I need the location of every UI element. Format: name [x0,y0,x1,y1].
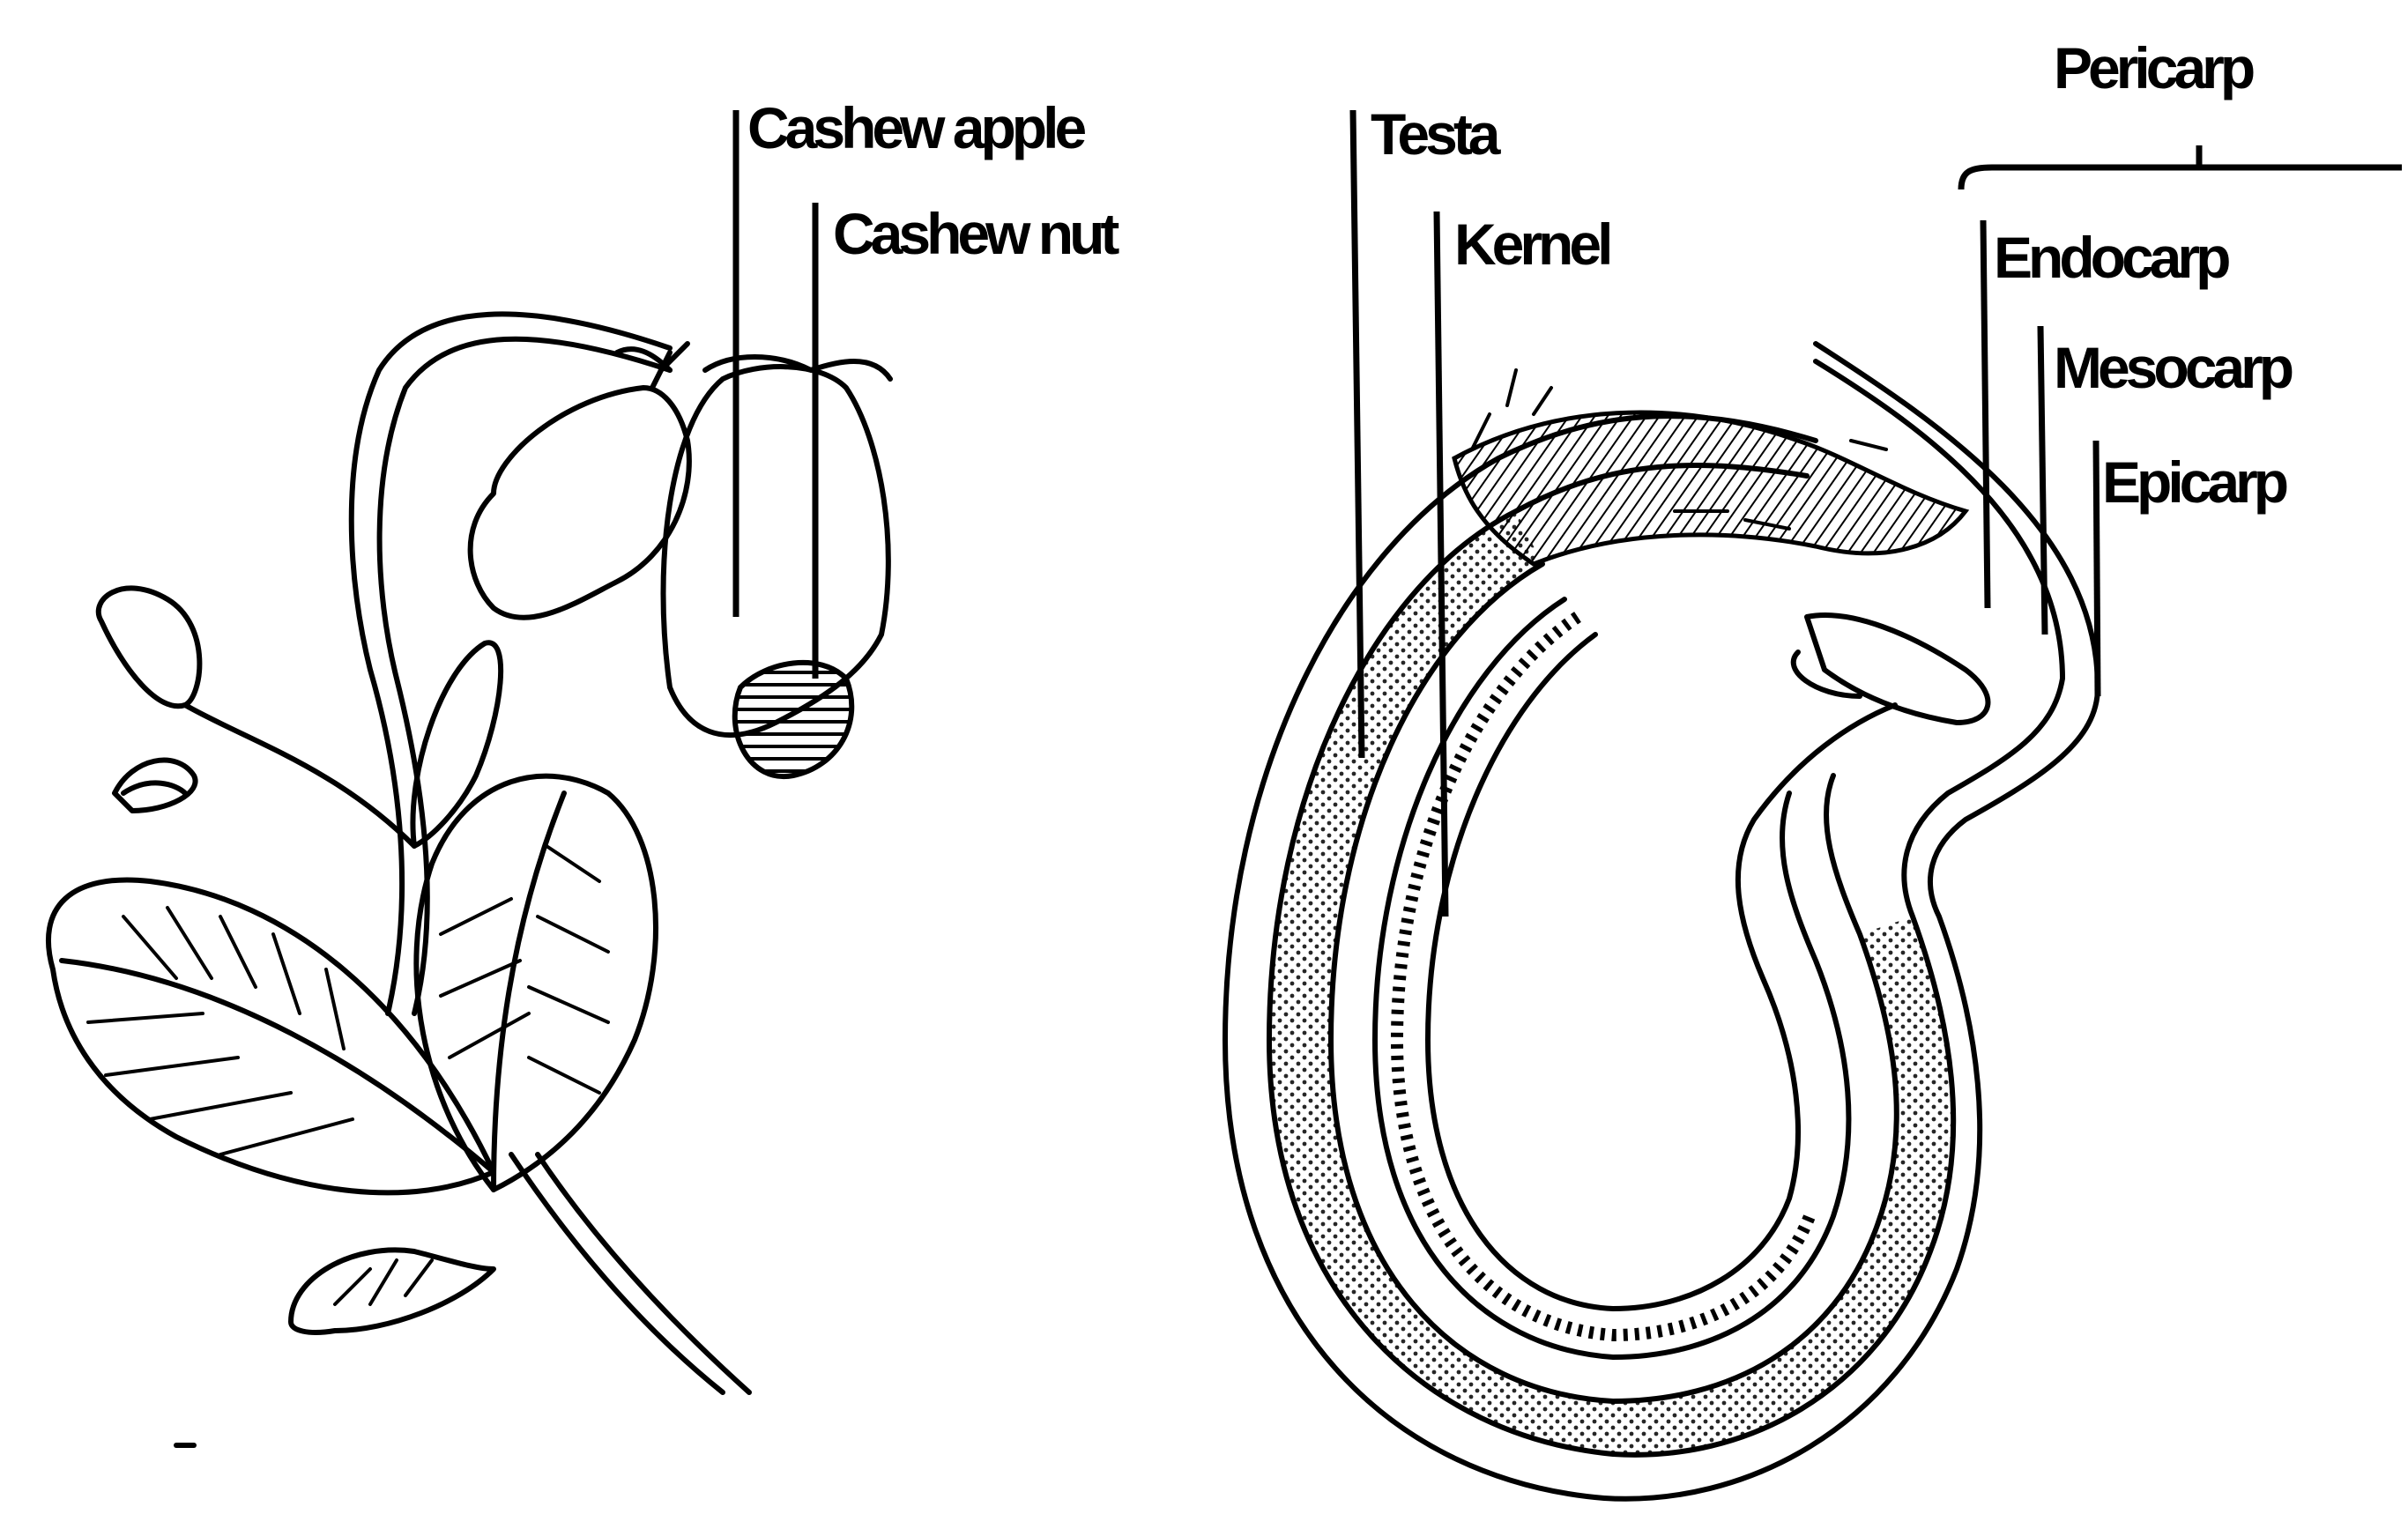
label-kernel: Kernel [1454,212,1609,277]
embryo-shape [1794,615,1988,723]
cashew-apple-unripe [471,388,689,618]
label-mesocarp: Mesocarp [2054,335,2293,400]
kernel-outline [1428,635,1895,1309]
leaf-small-upper [99,588,200,706]
cashew-nut-shape [735,663,852,776]
endocarp-hatch [1454,412,1966,564]
cashew-branch-illustration [48,314,890,1445]
label-pericarp: Pericarp [2054,35,2254,100]
label-endocarp: Endocarp [1994,225,2229,290]
label-epicarp: Epicarp [2102,449,2287,515]
mesocarp-stipple [1269,511,1953,1455]
pericarp-bracket [1961,145,2402,189]
label-cashew-nut: Cashew nut [833,201,1119,266]
label-testa: Testa [1371,101,1502,167]
label-cashew-apple: Cashew apple [747,95,1085,160]
leaf-middle [416,776,656,1190]
leaf-small-lower [291,1250,494,1332]
kernel-ridges [1397,617,1811,1335]
